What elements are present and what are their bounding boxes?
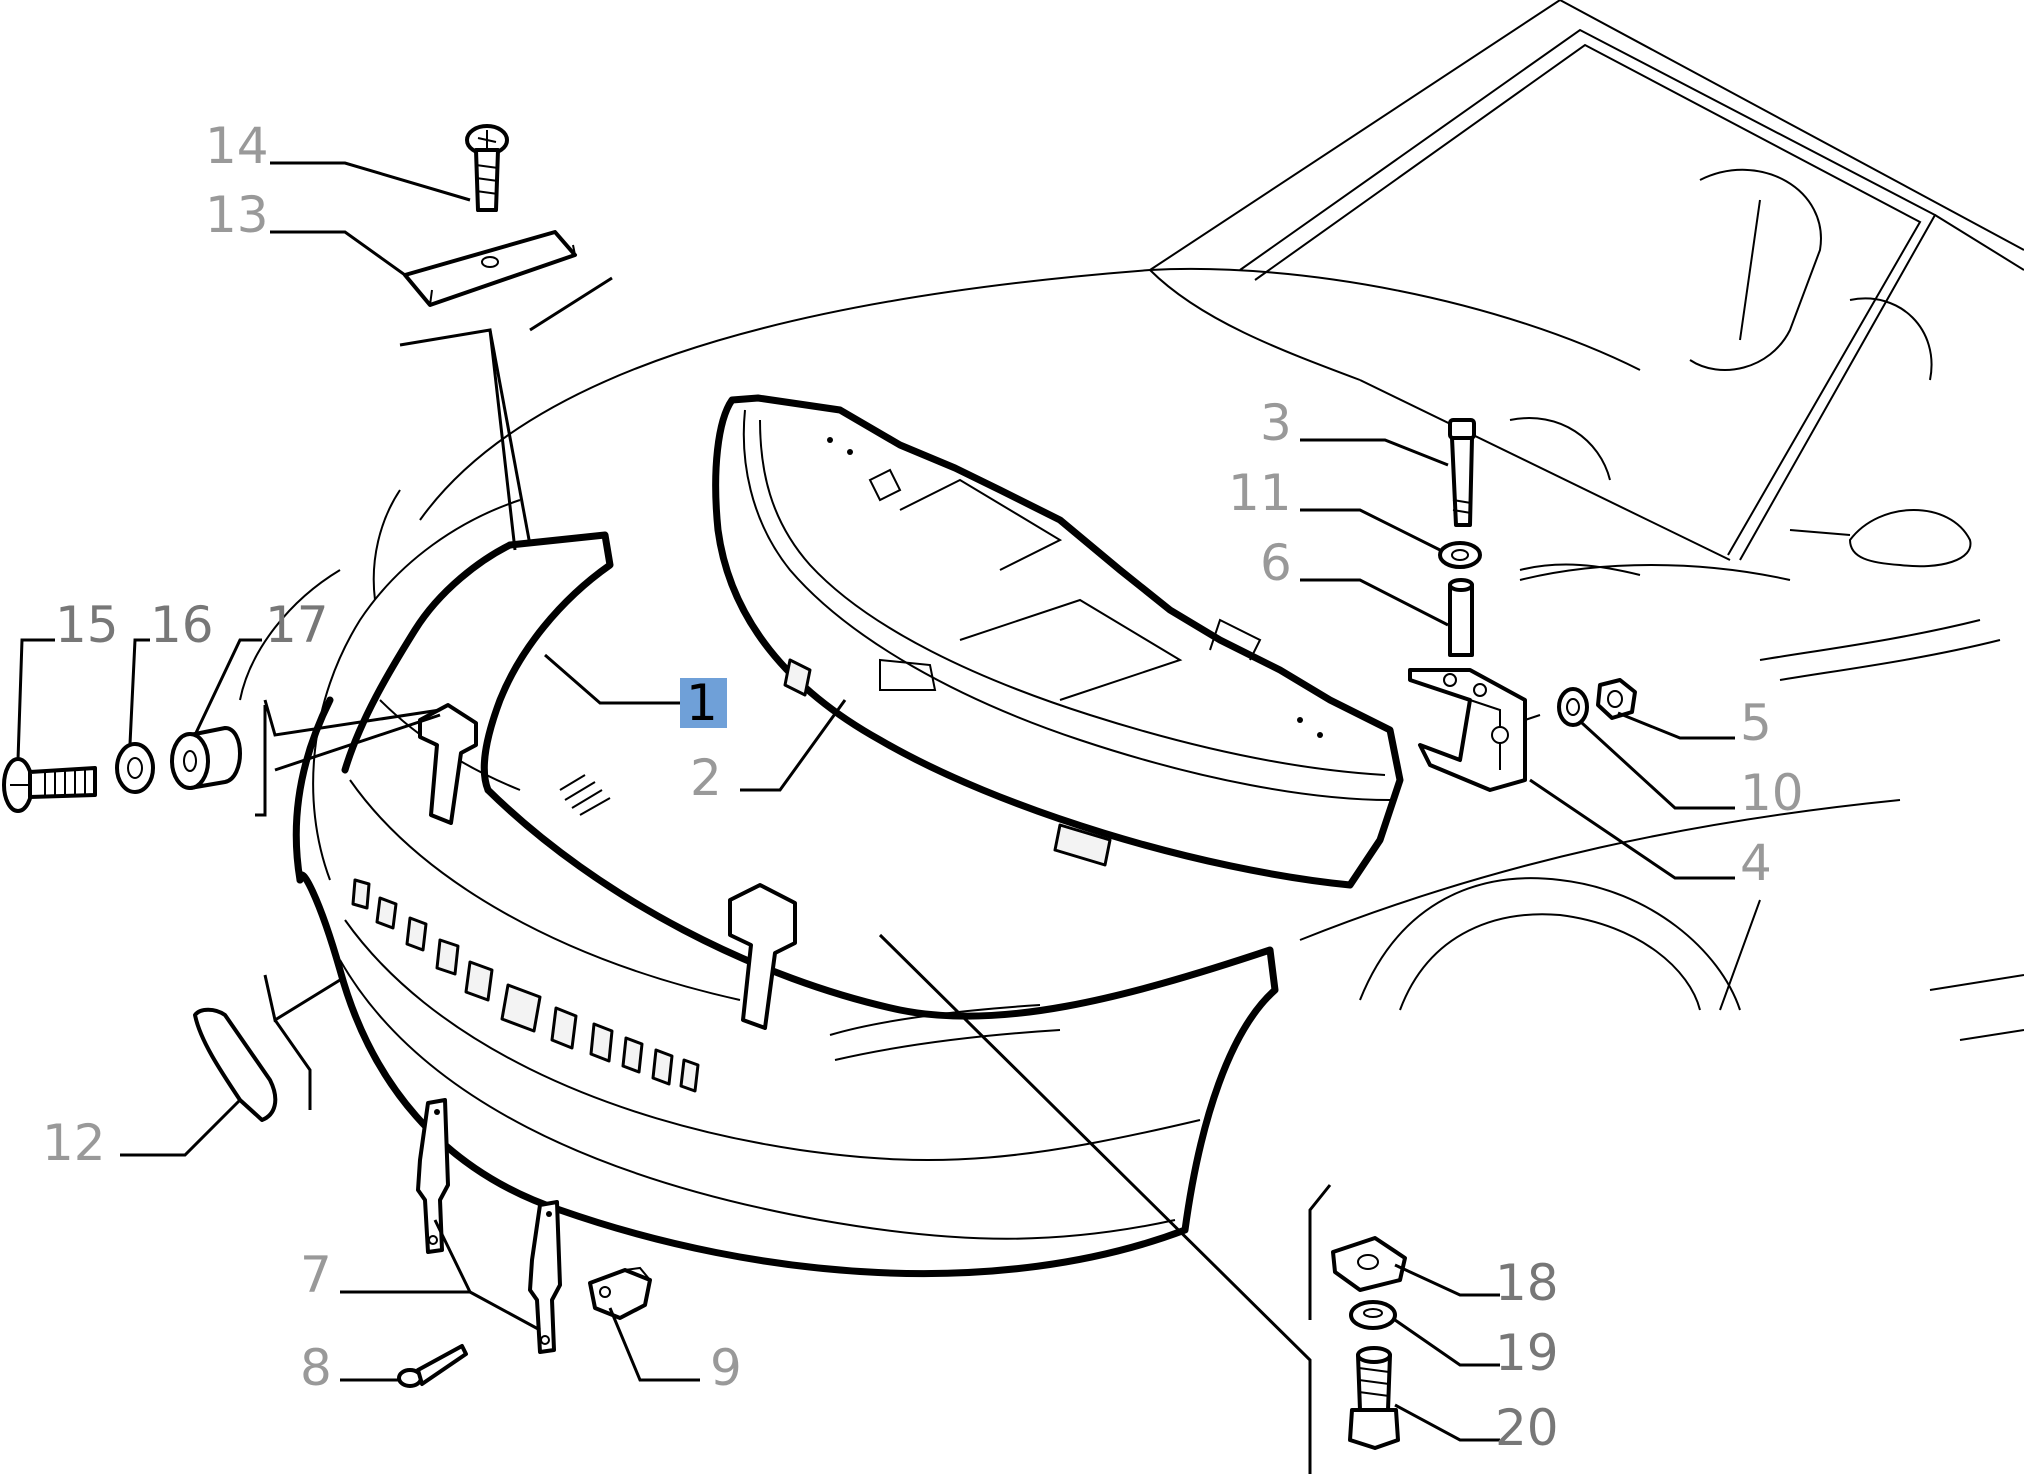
callout-14[interactable]: 14: [205, 117, 269, 175]
bumper-cover[interactable]: [292, 531, 1279, 1278]
callout-16[interactable]: 16: [150, 596, 214, 654]
selected-callout-highlight: [680, 678, 727, 728]
callout-18[interactable]: 18: [1495, 1254, 1559, 1312]
callout-7[interactable]: 7: [300, 1246, 332, 1304]
part-10-washer[interactable]: [1557, 687, 1589, 727]
callout-4[interactable]: 4: [1740, 834, 1772, 892]
part-6-spacer[interactable]: [1448, 578, 1474, 657]
part-15-screw[interactable]: [2, 757, 97, 813]
part-14-screw[interactable]: [465, 124, 509, 212]
callout-3[interactable]: 3: [1260, 394, 1292, 452]
part-13-plate[interactable]: [403, 230, 577, 307]
part-17-bushing[interactable]: [170, 726, 242, 790]
part-8-screw[interactable]: [397, 1344, 468, 1388]
callout-8[interactable]: 8: [300, 1339, 332, 1397]
bumper-reinforcement-beam[interactable]: [712, 394, 1404, 889]
part-4-bracket[interactable]: [1408, 668, 1541, 792]
callout-9[interactable]: 9: [710, 1339, 742, 1397]
callout-20[interactable]: 20: [1495, 1399, 1559, 1457]
callout-10[interactable]: 10: [1740, 764, 1804, 822]
callout-6[interactable]: 6: [1260, 534, 1292, 592]
callout-11[interactable]: 11: [1228, 464, 1292, 522]
callout-1[interactable]: 1: [686, 674, 718, 732]
part-9-clip[interactable]: [588, 1266, 652, 1320]
part-16-washer[interactable]: [115, 742, 155, 794]
callout-15[interactable]: 15: [55, 596, 119, 654]
part-18-clip-nut[interactable]: [1331, 1236, 1407, 1292]
callout-12[interactable]: 12: [42, 1114, 106, 1172]
callout-19[interactable]: 19: [1495, 1324, 1559, 1382]
callout-17[interactable]: 17: [265, 596, 329, 654]
part-12-reflector[interactable]: [193, 1007, 278, 1122]
callout-labels: 1 2 3 4 5 6 7 8 9 10 11 12 13 14 15 16 1…: [42, 117, 1804, 1457]
leader-lines: [16, 161, 1735, 1474]
part-11-washer[interactable]: [1438, 541, 1482, 569]
part-7-brackets[interactable]: [416, 1098, 562, 1354]
car-body-outline: [239, 0, 2024, 1041]
part-19-washer[interactable]: [1349, 1300, 1397, 1330]
part-20-bolt[interactable]: [1348, 1346, 1400, 1450]
part-3-bolt[interactable]: [1448, 418, 1476, 527]
part-5-nut[interactable]: [1596, 678, 1637, 720]
callout-5[interactable]: 5: [1740, 694, 1772, 752]
callout-13[interactable]: 13: [205, 186, 269, 244]
callout-2[interactable]: 2: [690, 749, 722, 807]
